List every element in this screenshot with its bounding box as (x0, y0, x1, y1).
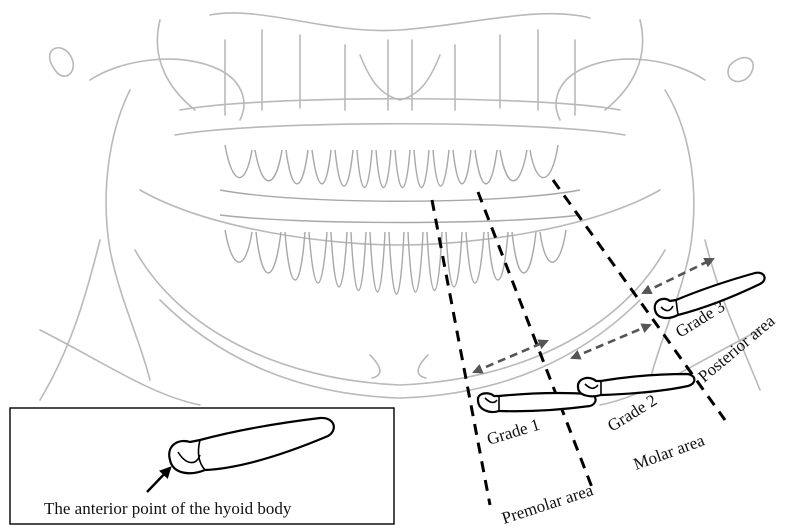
grade-1-label: Grade 1 (485, 415, 542, 449)
range-arrow-grade-3 (643, 259, 713, 293)
hyoid-bone-grade-2 (578, 374, 694, 396)
premolar-area-label: Premolar area (499, 480, 596, 528)
skull-outline (40, 13, 760, 405)
legend-caption: The anterior point of the hyoid body (44, 499, 292, 518)
molar-area-label: Molar area (631, 430, 708, 473)
grade-2-label: Grade 2 (604, 391, 660, 436)
legend-box: The anterior point of the hyoid body (10, 408, 394, 524)
lower-teeth (220, 215, 580, 294)
upper-teeth (220, 145, 580, 201)
hyoid-bone-grade-1 (478, 393, 596, 412)
range-arrow-grade-2 (572, 325, 650, 358)
